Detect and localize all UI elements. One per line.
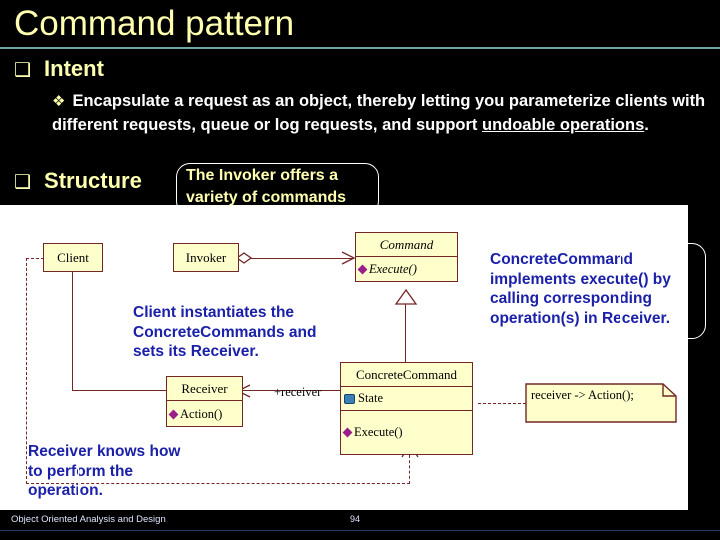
bullet-structure-label: Structure: [44, 168, 142, 193]
dep-line-v1: [26, 258, 27, 484]
bullet-structure: ❑ Structure: [14, 168, 142, 194]
class-command-name: Command: [356, 233, 457, 257]
class-invoker[interactable]: Invoker: [173, 243, 239, 272]
class-receiver-operation-label: Action(): [180, 406, 223, 421]
footer-title: Object Oriented Analysis and Design: [11, 514, 166, 525]
page-title: Command pattern: [14, 4, 295, 43]
dep-line-h2: [26, 483, 410, 484]
concretecommand-callout-border: [620, 243, 706, 339]
class-client-name: Client: [57, 249, 89, 265]
dep-line-h1: [26, 258, 44, 259]
class-concretecommand-name: ConcreteCommand: [341, 363, 472, 387]
operation-marker-icon: [168, 409, 179, 419]
annotation-concretecommand: ConcreteCommand implements execute() by …: [490, 251, 671, 327]
invoker-callout-text: The Invoker offers a variety of commands: [186, 167, 347, 206]
aggregation-diamond-icon: [236, 252, 252, 264]
generalization-triangle-icon: [394, 288, 418, 305]
footer-bar: [0, 510, 720, 530]
receiver-callout-border: [78, 438, 182, 510]
class-invoker-name: Invoker: [185, 249, 227, 265]
bullet-diamond-icon: ❖: [52, 92, 66, 110]
bullet-intent-body-text: Encapsulate a request as an object, ther…: [52, 92, 706, 134]
class-receiver-name: Receiver: [167, 377, 242, 401]
line-generalization: [405, 302, 407, 366]
footer-page-number: 94: [350, 514, 361, 524]
bullet-intent-label: Intent: [44, 56, 104, 81]
uml-note-shape: [525, 383, 677, 423]
annotation-client: Client instantiates the ConcreteCommands…: [133, 304, 317, 360]
attribute-marker-icon: [344, 393, 355, 404]
note-link: [478, 403, 526, 404]
annotation-receiver: Receiver knows how to perform the operat…: [28, 443, 181, 499]
open-arrow-icon: [341, 251, 356, 265]
class-concretecommand[interactable]: ConcreteCommand State Execute(): [340, 362, 473, 455]
line-client-right: [72, 390, 176, 392]
operation-marker-icon: [342, 427, 353, 438]
class-receiver[interactable]: Receiver Action(): [166, 376, 243, 427]
uml-note-text: receiver -> Action();: [531, 388, 634, 402]
class-concretecommand-operation-label: Execute(): [354, 425, 403, 439]
bullet-intent: ❑ Intent: [14, 56, 104, 82]
class-client[interactable]: Client: [43, 243, 103, 272]
line-concrete-receiver: [243, 390, 355, 392]
dep-line-v2: [409, 455, 410, 484]
diagram-canvas: Client Invoker Command Execute() Receive…: [0, 205, 688, 510]
class-concretecommand-attribute-label: State: [358, 391, 383, 405]
class-receiver-operation: Action(): [167, 401, 242, 427]
line-client-down: [72, 272, 74, 391]
line-invoker-command: [248, 257, 354, 259]
class-command-operation-label: Execute(): [369, 262, 417, 276]
class-concretecommand-attribute: State: [341, 387, 472, 411]
association-role-label: +receiver: [274, 385, 322, 399]
bullet-square-icon: ❑: [14, 59, 32, 81]
class-command-operation: Execute(): [356, 257, 457, 282]
class-command[interactable]: Command Execute(): [355, 232, 458, 282]
operation-marker-icon: [357, 264, 368, 275]
title-divider: [0, 47, 720, 49]
footer-divider: [0, 530, 720, 531]
class-concretecommand-operation: Execute(): [341, 411, 472, 454]
bullet-intent-body: ❖Encapsulate a request as an object, the…: [52, 89, 712, 137]
bullet-square-icon: ❑: [14, 171, 32, 193]
